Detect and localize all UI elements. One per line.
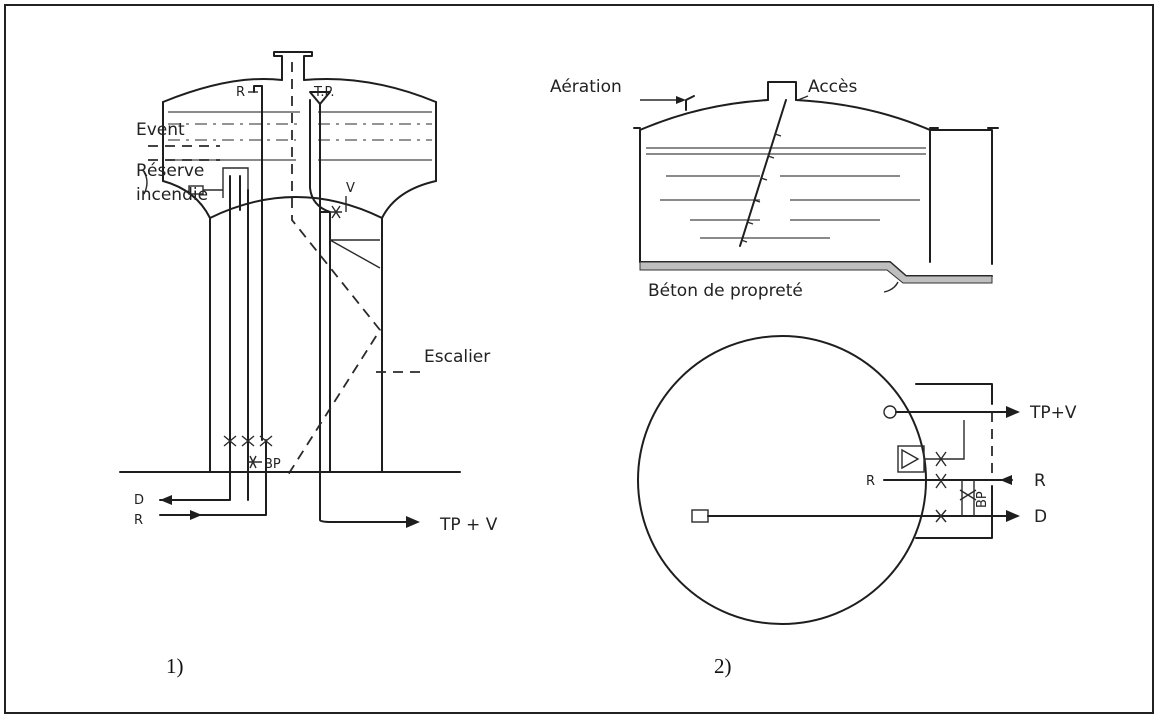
label-r-top: R: [236, 85, 245, 100]
figure-frame: [4, 4, 1154, 714]
arrow-plan-tpv: [1006, 406, 1020, 418]
label-plan-r-right: R: [1034, 471, 1046, 491]
arrow-tp-v: [406, 516, 420, 528]
label-aeration: Aération: [550, 77, 622, 97]
label-v: V: [346, 181, 355, 196]
label-d: D: [134, 493, 144, 508]
label-plan-tpv: TP+V: [1029, 403, 1077, 423]
label-bp: BP: [264, 457, 281, 472]
water-tower-elevation: Event Réserve incendie Escalier R T.P. V…: [119, 51, 498, 535]
caption-figure-2: 2): [714, 654, 732, 678]
label-tp-top: T.P.: [313, 85, 334, 100]
label-event: Event: [136, 120, 185, 140]
drain-intake: [691, 509, 709, 523]
label-tp-v: TP + V: [439, 515, 498, 535]
ground-reservoir-section: Aération Accès Béton de propreté: [550, 77, 999, 301]
arrow-plan-r: [1000, 475, 1012, 485]
arrow-r-in: [190, 510, 202, 520]
label-plan-r-left: R: [866, 474, 875, 489]
clean-concrete-base: [639, 261, 993, 284]
caption-figure-1: 1): [166, 654, 184, 678]
label-beton: Béton de propreté: [648, 281, 803, 301]
label-plan-bp: BP: [975, 491, 990, 508]
arrow-aeration: [676, 96, 686, 104]
label-acces: Accès: [808, 77, 857, 97]
valve-group-left: [223, 435, 273, 469]
label-reserve-line1: Réserve: [136, 161, 204, 181]
label-r-bottom: R: [134, 513, 143, 528]
arrow-d-out: [160, 495, 172, 505]
label-plan-d: D: [1034, 507, 1047, 527]
plan-valves: [935, 451, 977, 523]
label-escalier: Escalier: [424, 347, 490, 367]
label-reserve-line2: incendie: [136, 185, 208, 205]
arrow-plan-d: [1006, 510, 1020, 522]
ground-reservoir-plan: TP+V R R D BP: [637, 335, 1077, 625]
